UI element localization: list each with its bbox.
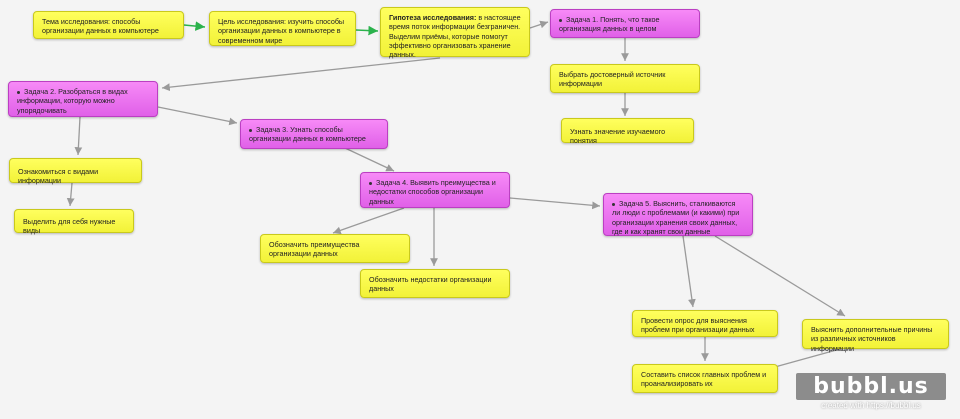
arrow-topic-goal (183, 21, 206, 31)
task3-node[interactable]: Задача 3. Узнать способы организации дан… (240, 119, 388, 149)
task5-list-node[interactable]: Составить список главных проблем и проан… (632, 364, 778, 393)
task4-text: Задача 4. Выявить преимущества и недоста… (369, 178, 496, 206)
task5-text: Задача 5. Выяснить, сталкиваются ли люди… (612, 199, 740, 237)
task1-source-node[interactable]: Выбрать достоверный источник информации (550, 64, 700, 93)
hypothesis-text: в настоящее время поток информации безгр… (389, 13, 521, 60)
arrow-goal-hypothesis (355, 25, 379, 36)
task1-meaning-text: Узнать значение изучаемого понятия (570, 127, 666, 146)
task2-select-node[interactable]: Выделить для себя нужные виды (14, 209, 134, 236)
goal-node[interactable]: Цель исследования: изучить способы орган… (209, 11, 356, 46)
bullet-icon (369, 181, 372, 185)
arrow-familiarize-select (66, 182, 75, 207)
task2-node[interactable]: Задача 2. Разобраться в видах информации… (8, 81, 158, 117)
task5-survey-text: Провести опрос для выяснения проблем при… (641, 316, 755, 335)
arrow-task2-familiarize (74, 116, 83, 156)
goal-text: Цель исследования: изучить способы орган… (218, 17, 345, 45)
task1-node[interactable]: Задача 1. Понять, что такое организация … (550, 9, 700, 38)
task1-meaning-node[interactable]: Узнать значение изучаемого понятия (561, 118, 694, 146)
bubblus-watermark: bubbl.us created with https://bubbl.us (796, 373, 946, 413)
bullet-icon (249, 128, 252, 132)
arrow-task4-task5 (509, 197, 601, 210)
task2-familiarize-node[interactable]: Ознакомиться с видами информации (9, 158, 142, 186)
arrow-hypothesis-task2 (161, 57, 441, 92)
task5-node[interactable]: Задача 5. Выяснить, сталкиваются ли люди… (603, 193, 753, 236)
watermark-logo: bubbl.us (813, 374, 929, 399)
task1-source-text: Выбрать достоверный источник информации (559, 70, 666, 89)
arrow-task5-survey (682, 235, 696, 308)
task2-text: Задача 2. Разобраться в видах информации… (17, 87, 128, 115)
bullet-icon (559, 18, 562, 22)
task4-advantages-text: Обозначить преимущества организации данн… (269, 240, 360, 259)
arrow-task2-task3 (157, 106, 238, 126)
task3-text: Задача 3. Узнать способы организации дан… (249, 125, 366, 144)
arrow-task4-advantages (332, 207, 405, 235)
task4-node[interactable]: Задача 4. Выявить преимущества и недоста… (360, 172, 510, 208)
task2-select-text: Выделить для себя нужные виды (23, 217, 116, 236)
arrow-task3-task4 (344, 147, 395, 172)
task4-advantages-node[interactable]: Обозначить преимущества организации данн… (260, 234, 410, 263)
topic-node[interactable]: Тема исследования: способы организации д… (33, 11, 184, 39)
bullet-icon (17, 90, 20, 94)
hypothesis-node[interactable]: Гипотеза исследования: в настоящее время… (380, 7, 530, 60)
task5-reasons-node[interactable]: Выяснить дополнительные причины из разли… (802, 319, 949, 353)
task4-disadvantages-node[interactable]: Обозначить недостатки организации данных (360, 269, 510, 298)
hypothesis-label: Гипотеза исследования: (389, 13, 477, 22)
bullet-icon (612, 202, 615, 206)
arrow-hypothesis-task1 (529, 20, 549, 29)
task1-text: Задача 1. Понять, что такое организация … (559, 15, 660, 34)
task4-disadvantages-text: Обозначить недостатки организации данных (369, 275, 492, 294)
task5-reasons-text: Выяснить дополнительные причины из разли… (811, 325, 933, 353)
topic-text: Тема исследования: способы организации д… (42, 17, 159, 36)
task2-familiarize-text: Ознакомиться с видами информации (18, 167, 99, 186)
watermark-logo-box (796, 373, 946, 400)
arrow-task5-reasons (714, 235, 846, 317)
task5-survey-node[interactable]: Провести опрос для выяснения проблем при… (632, 310, 778, 337)
watermark-credit: created with https://bubbl.us (821, 401, 921, 410)
task5-list-text: Составить список главных проблем и проан… (641, 370, 767, 389)
